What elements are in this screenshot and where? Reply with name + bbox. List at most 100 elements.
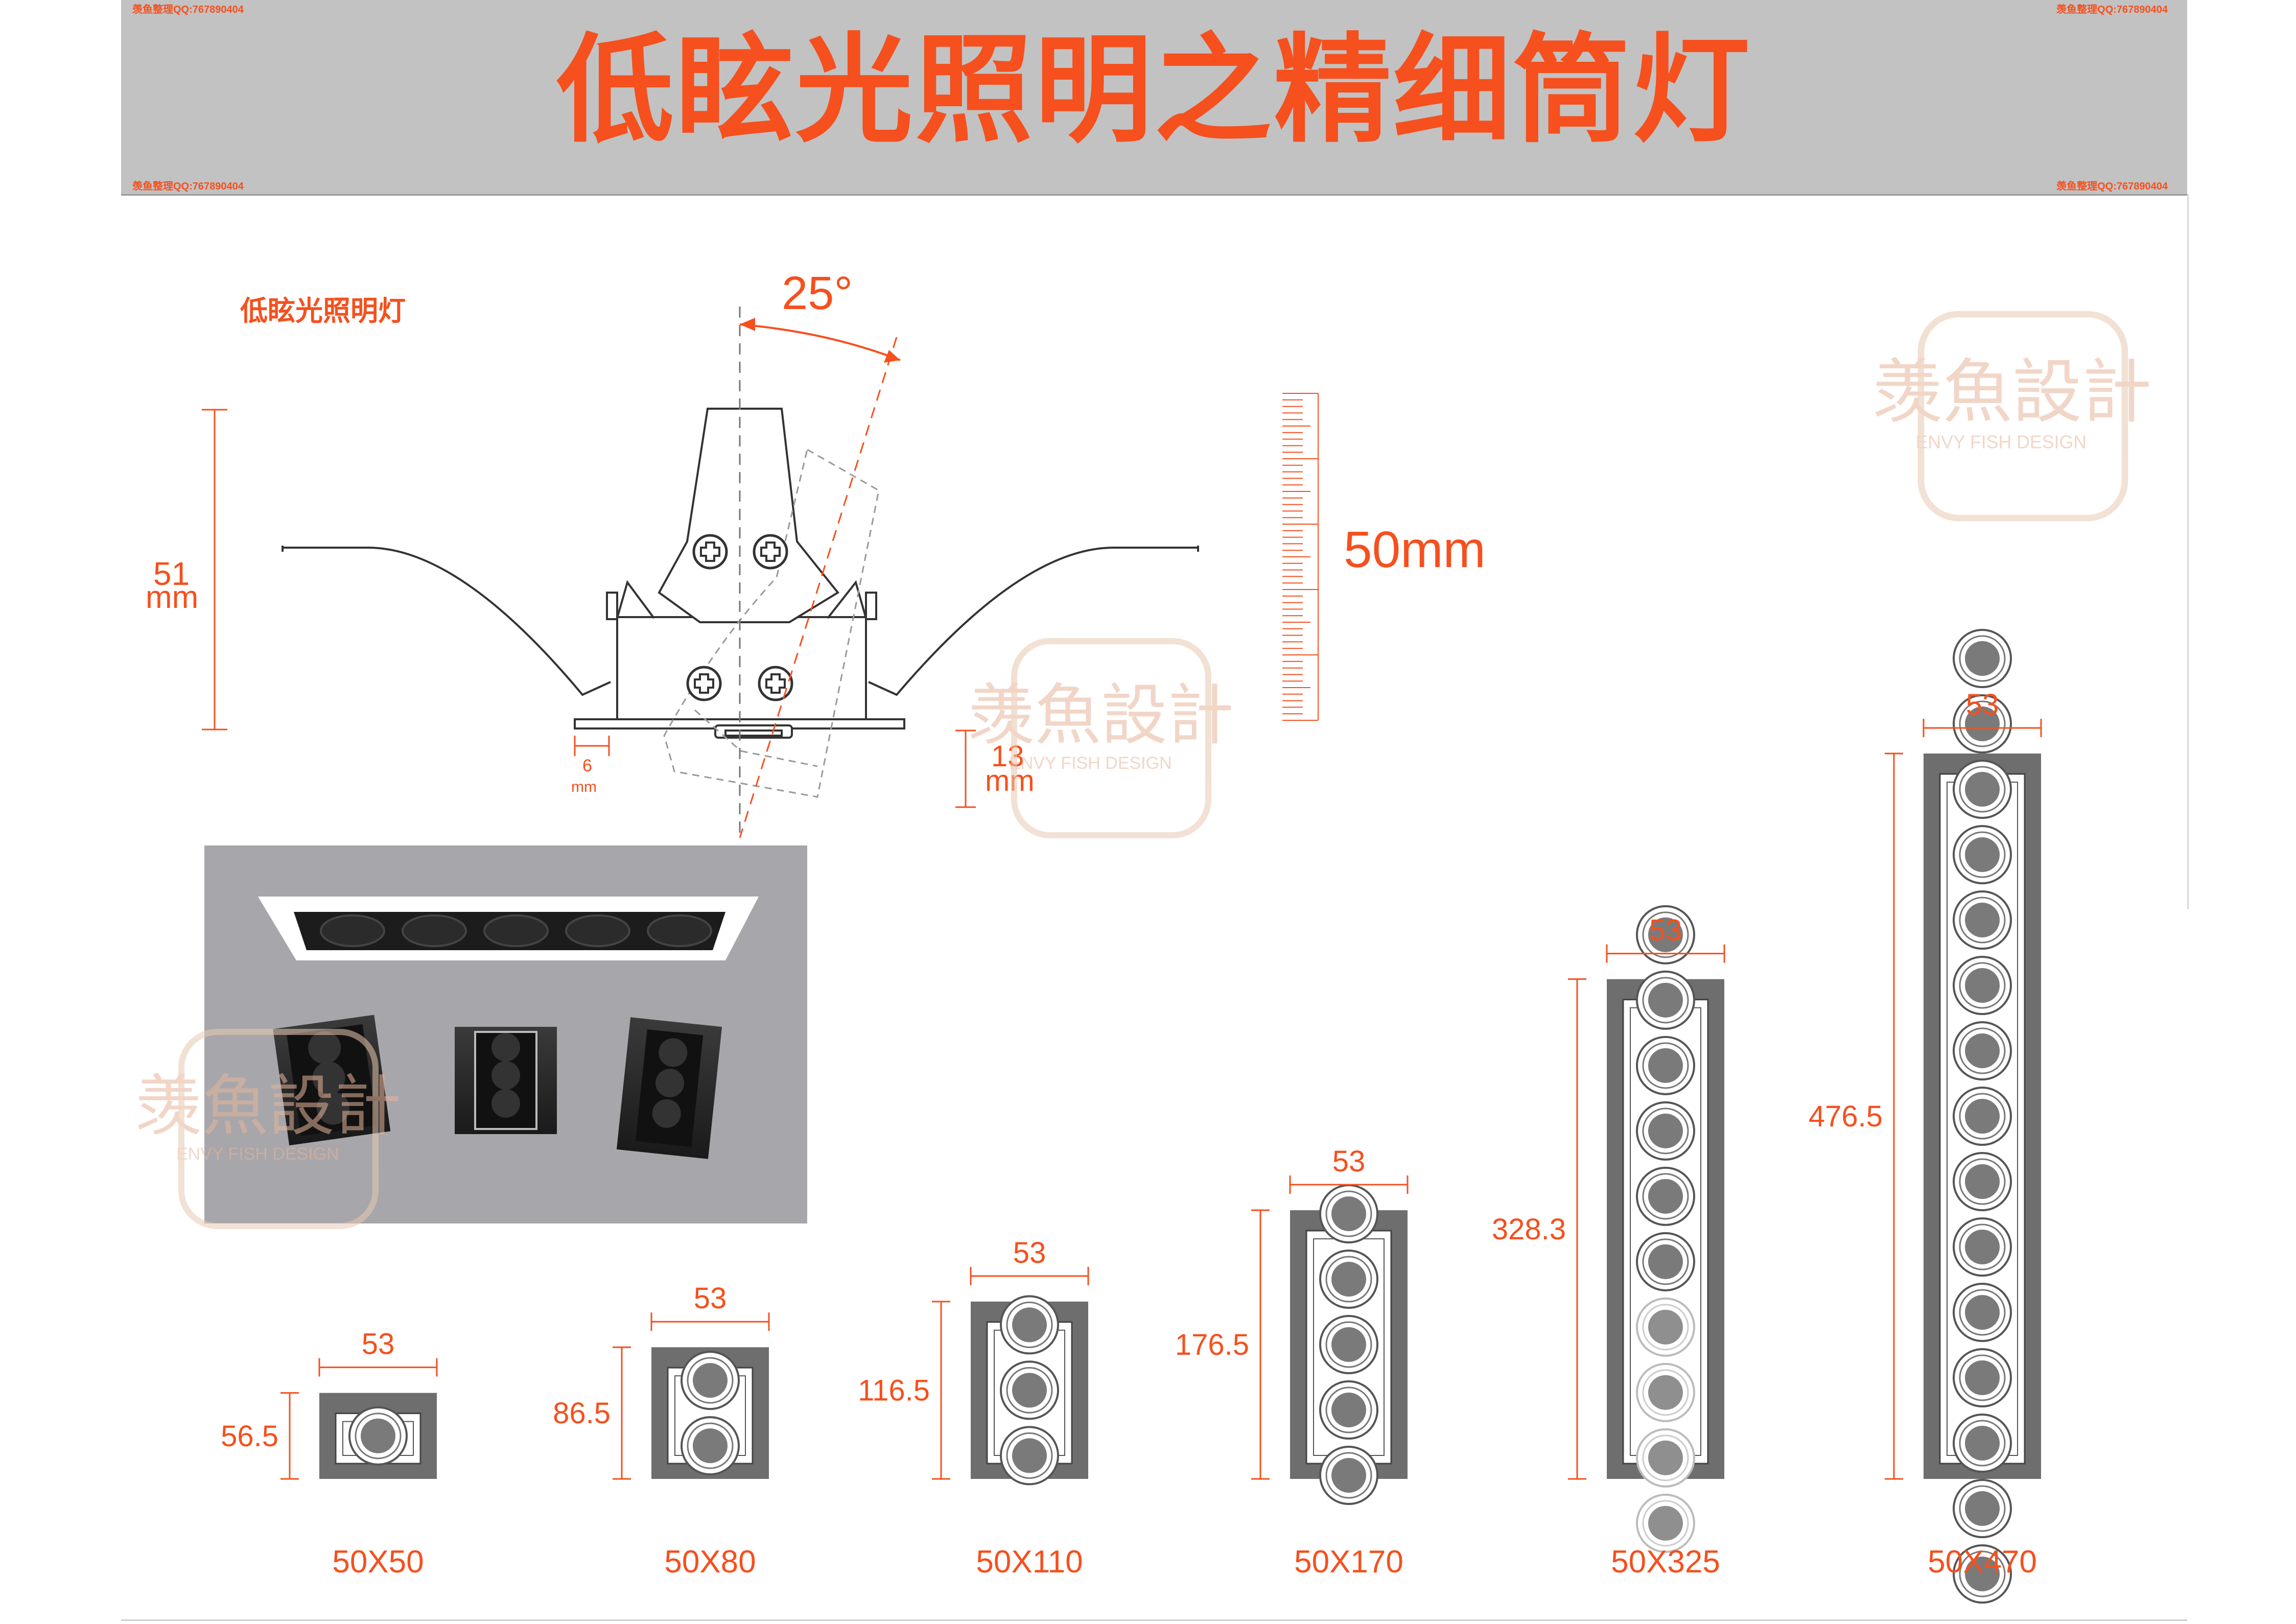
photo-lens (647, 914, 712, 947)
lens-core (1331, 1196, 1366, 1232)
lens-core (1965, 772, 2000, 807)
width-dimension (970, 1266, 1089, 1285)
flange-dimension (574, 736, 610, 756)
width-dimension (1923, 719, 2042, 738)
lens-core (1648, 1505, 1683, 1541)
lens-core (1648, 1309, 1683, 1345)
model-label: 50X170 (1294, 1544, 1403, 1580)
lens-core (1331, 1458, 1366, 1493)
arrow-icon (740, 318, 755, 331)
lens-core (1965, 1164, 2000, 1199)
width-value: 53 (1332, 1145, 1366, 1178)
page-title: 低眩光照明之精细筒灯 (556, 22, 1752, 159)
qq-note-top-left: 羡鱼整理QQ:767890404 (132, 4, 244, 15)
height-value: 86.5 (553, 1397, 611, 1430)
width-value: 53 (694, 1282, 727, 1315)
model-label: 50X50 (332, 1544, 424, 1580)
lens-core (1965, 641, 2000, 676)
depth-value: 13 (991, 740, 1024, 773)
photo-lens (483, 914, 549, 947)
screw-icon (759, 667, 792, 700)
watermark-frame (178, 1029, 379, 1229)
model-label: 50X325 (1611, 1544, 1720, 1580)
lens-core (693, 1363, 728, 1398)
lens-core (1648, 1048, 1683, 1083)
height-dimension (202, 409, 227, 731)
height-dimension (280, 1392, 299, 1480)
lens-core (1965, 837, 2000, 873)
watermark-frame (1917, 311, 2128, 522)
tilted-lamp-outline (663, 448, 880, 798)
lens-core (1648, 982, 1683, 1018)
tilt-axis-line (739, 337, 898, 838)
lens-core (1331, 1393, 1366, 1428)
watermark-brand: 羡魚設計 (1873, 352, 2152, 433)
height-dimension (1251, 1209, 1270, 1480)
watermark-brand: 羡魚設計 (135, 1067, 401, 1145)
screw-icon (694, 535, 727, 568)
watermark-sub: ENVY FISH DESIGN (1009, 754, 1172, 773)
watermark-brand: 羡魚設計 (968, 676, 1234, 754)
product-elevations: 5356.550X505386.550X8053116.550X11053176… (221, 629, 2042, 1604)
page-edge-rule (2187, 194, 2189, 909)
width-value: 53 (1013, 1236, 1046, 1269)
lens-core (1331, 1262, 1366, 1297)
screw-icon (754, 535, 787, 568)
lens-core (693, 1428, 728, 1464)
lens-core (1965, 1491, 2000, 1526)
lens-core (1965, 1033, 2000, 1069)
watermark-sub: ENVY FISH DESIGN (1916, 432, 2087, 453)
flange-unit: mm (571, 779, 597, 795)
lens-core (1965, 1099, 2000, 1134)
lens-core (1012, 1307, 1047, 1343)
arrow-icon (884, 350, 900, 363)
width-dimension (1606, 944, 1725, 963)
height-value: 116.5 (858, 1374, 930, 1407)
photo-lens (320, 914, 385, 947)
lens-core (1965, 707, 2000, 742)
width-dimension (1289, 1175, 1409, 1194)
photo-lens (565, 914, 630, 947)
width-value: 53 (1649, 914, 1682, 947)
lens-core (1012, 1373, 1047, 1408)
angle-arc (739, 323, 901, 361)
height-unit: mm (146, 580, 198, 615)
height-dimension (1568, 978, 1586, 1480)
depth-unit: mm (985, 764, 1035, 797)
lens-core (1648, 1375, 1683, 1410)
lens-core (1648, 917, 1683, 952)
lens-core (1965, 1295, 2000, 1330)
watermark-sub: ENVY FISH DESIGN (176, 1144, 339, 1164)
product-photo (204, 845, 807, 1223)
lens-core (361, 1418, 395, 1453)
angle-label: 25° (782, 267, 853, 319)
lens-core (1012, 1438, 1047, 1473)
page-bottom-rule (121, 1619, 2187, 1621)
watermark-frame (1011, 638, 1211, 838)
lens-core (1648, 1440, 1683, 1475)
lens-core (1648, 1244, 1683, 1279)
height-value: 476.5 (1809, 1100, 1883, 1133)
qq-note-bottom-right: 羡鱼整理QQ:767890404 (2056, 181, 2168, 192)
screw-icon (688, 667, 720, 700)
depth-dimension (955, 729, 976, 808)
lens-core (1965, 1426, 2000, 1461)
width-value: 53 (1966, 688, 1999, 721)
photo-lens (402, 914, 467, 947)
width-dimension (318, 1358, 438, 1377)
lens-core (1965, 1557, 2000, 1592)
scale-ruler (1282, 393, 1319, 721)
lens-core (1965, 1230, 2000, 1265)
scale-label: 50mm (1344, 521, 1486, 578)
height-value: 56.5 (221, 1420, 278, 1453)
height-dimension (932, 1301, 950, 1480)
